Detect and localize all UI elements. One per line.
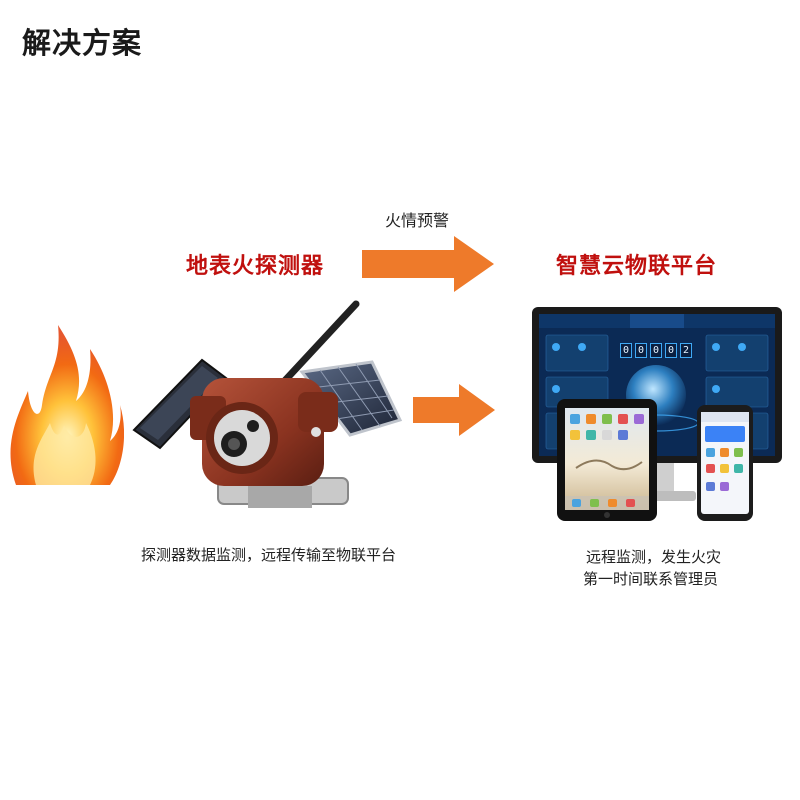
fire-detector-image (132, 300, 403, 508)
fire-warning-label: 火情预警 (385, 211, 450, 230)
phone-app-image (697, 405, 753, 521)
middle-arrow-icon (413, 384, 495, 436)
platform-caption-line1: 远程监测，发生火灾 (586, 548, 722, 566)
counter-digit: 0 (635, 343, 647, 358)
top-arrow-icon (362, 236, 494, 292)
dashboard-counter: 0 0 0 0 2 (620, 343, 692, 358)
counter-digit: 0 (650, 343, 662, 358)
counter-digit: 2 (680, 343, 692, 358)
page-title: 解决方案 (22, 26, 143, 60)
counter-digit: 0 (620, 343, 632, 358)
detector-title: 地表火探测器 (186, 254, 325, 279)
fire-flame-icon (10, 325, 124, 485)
platform-title: 智慧云物联平台 (556, 254, 718, 279)
counter-digit: 0 (665, 343, 677, 358)
tablet-image (557, 399, 657, 521)
detector-caption: 探测器数据监测，远程传输至物联平台 (141, 546, 397, 564)
platform-caption-line2: 第一时间联系管理员 (583, 570, 719, 588)
